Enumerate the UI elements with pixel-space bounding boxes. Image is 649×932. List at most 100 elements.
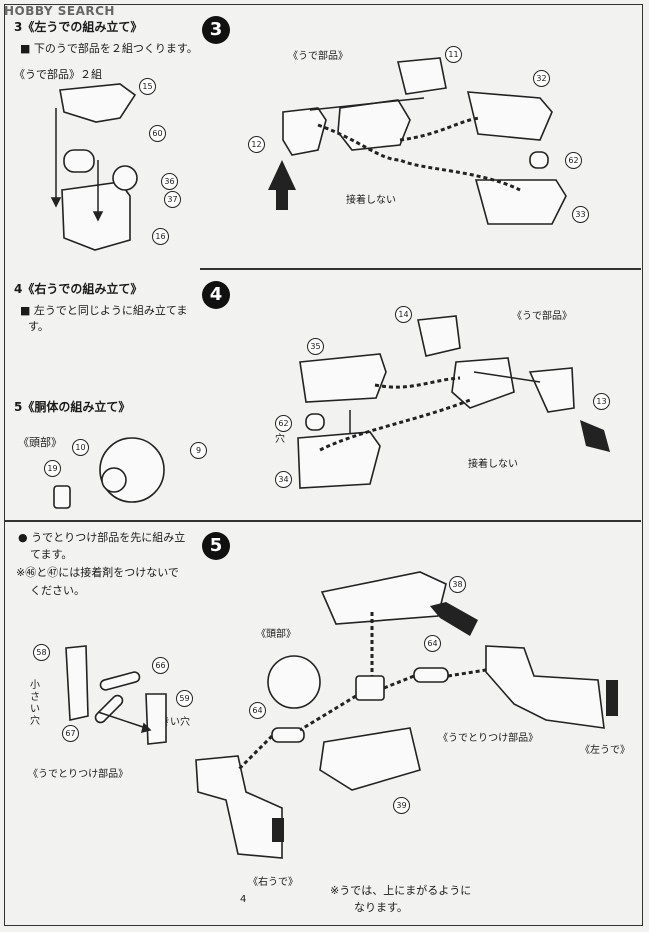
step-5-note-3: ※㊻と㊼には接着剤をつけないで xyxy=(16,566,179,579)
assembly-line xyxy=(447,668,487,678)
part-number: 19 xyxy=(44,460,61,477)
arm-cover-32 xyxy=(466,91,553,141)
mount-block-14 xyxy=(417,315,461,357)
connector-64b xyxy=(271,727,305,743)
joint-block-4 xyxy=(451,357,515,409)
shoulder-block-13 xyxy=(528,367,575,413)
step-3-badge: 3 xyxy=(202,16,230,44)
arrow-head xyxy=(92,211,104,222)
assembly-line xyxy=(399,116,481,142)
arm-mount-label-left: 《うでとりつけ部品》 xyxy=(28,769,129,780)
arrow-head xyxy=(50,197,62,208)
cylinder-62 xyxy=(529,151,549,169)
big-hole-label: 大きい穴 xyxy=(150,717,190,728)
part-number: 64 xyxy=(249,702,266,719)
arrow-line xyxy=(473,371,541,383)
body-head-label: 《頭部》 xyxy=(18,436,62,449)
watermark-logo: HOBBY SEARCH xyxy=(4,4,115,18)
part-number: 39 xyxy=(393,797,410,814)
arm-cover-35 xyxy=(299,353,387,403)
part-number: 11 xyxy=(445,46,462,63)
step-5-note-1: ● うでとりつけ部品を先に組み立 xyxy=(18,531,186,544)
step-4-instruction-1: ■ 左うでと同じように組み立てま xyxy=(20,304,188,317)
connector-64 xyxy=(413,667,449,683)
pin-67 xyxy=(94,694,124,724)
arrow-line xyxy=(97,711,147,729)
assembly-line xyxy=(383,674,415,690)
step-5-badge: 5 xyxy=(202,532,230,560)
bottom-note-2: なります。 xyxy=(354,901,408,914)
shoulder-block-12 xyxy=(282,107,327,156)
assembly-line xyxy=(236,734,274,772)
step-3-group-label: 《うで部品》２組 xyxy=(14,68,102,81)
part-number: 10 xyxy=(72,439,89,456)
part-number: 66 xyxy=(152,657,169,674)
part-number: 62 xyxy=(565,152,582,169)
part-number: 62 xyxy=(275,415,292,432)
part-number: 36 xyxy=(161,173,178,190)
rotation-arrow-3 xyxy=(268,160,296,210)
step-4-title: 4《右うでの組み立て》 xyxy=(14,282,143,296)
part-number: 13 xyxy=(593,393,610,410)
step-3-assembly-label: 《うで部品》 xyxy=(288,51,348,62)
head-part-5 xyxy=(267,655,321,709)
step-4-badge: 4 xyxy=(202,281,230,309)
cylinder-62-4 xyxy=(305,413,325,431)
part-number: 60 xyxy=(149,125,166,142)
step-3-title: 3《左うでの組み立て》 xyxy=(14,20,143,34)
part-number: 59 xyxy=(176,690,193,707)
step-4-no-glue: 接着しない xyxy=(468,459,518,470)
part-number: 64 xyxy=(424,635,441,652)
arrow-head xyxy=(140,722,152,734)
page-frame xyxy=(4,4,643,926)
torso-cover-38 xyxy=(320,571,447,625)
assembly-line xyxy=(299,694,357,732)
left-arm-label: 《左うで》 xyxy=(580,745,630,756)
mount-block-11 xyxy=(396,57,447,95)
part-19 xyxy=(53,485,71,509)
assembly-line xyxy=(317,123,521,192)
small-hole-label: 小さい穴 xyxy=(30,680,40,727)
mount-59 xyxy=(145,693,167,745)
left-arm-assembly xyxy=(485,645,605,729)
bottom-note-1: ※うでは、上にまがるように xyxy=(330,884,472,897)
part-number: 9 xyxy=(190,442,207,459)
arm-cylinder-part xyxy=(63,149,95,173)
center-joint xyxy=(355,675,385,701)
step-4-instruction-2: す。 xyxy=(28,320,49,333)
part-number: 34 xyxy=(275,471,292,488)
part-number: 35 xyxy=(307,338,324,355)
right-arm-label: 《右うで》 xyxy=(248,877,298,888)
arm-mount-label-center: 《うでとりつけ部品》 xyxy=(438,733,539,744)
joint-block xyxy=(337,99,411,151)
arm-shell-33 xyxy=(474,179,567,225)
assembly-line xyxy=(374,376,461,389)
mount-58 xyxy=(65,645,89,721)
body-step-title: 5《胴体の組み立て》 xyxy=(14,400,131,414)
pin-66 xyxy=(99,671,141,691)
assembly-line xyxy=(319,398,471,452)
rotation-arrow-5b xyxy=(606,680,618,716)
step-4-assembly-label: 《うで部品》 xyxy=(512,311,572,322)
rotation-arrow-5a xyxy=(430,602,478,636)
section-divider-4-5 xyxy=(4,520,641,522)
arm-shell-34 xyxy=(297,431,381,489)
step-3-no-glue: 接着しない xyxy=(346,195,396,206)
part-number: 37 xyxy=(164,191,181,208)
part-number: 67 xyxy=(62,725,79,742)
part-number: 15 xyxy=(139,78,156,95)
part-number: 12 xyxy=(248,136,265,153)
step-5-note-2: てます。 xyxy=(30,548,73,561)
page-number: 4 xyxy=(240,894,247,905)
head-label-5: 《頭部》 xyxy=(256,629,296,640)
part-number: 16 xyxy=(152,228,169,245)
step-3-instruction: ■ 下のうで部品を２組つくります。 xyxy=(20,42,198,55)
arrow-line xyxy=(309,97,425,111)
part-number: 38 xyxy=(449,576,466,593)
section-divider-3-4 xyxy=(200,268,641,270)
step-4-hole-label: 穴 xyxy=(275,434,285,445)
part-number: 33 xyxy=(572,206,589,223)
right-arm-assembly xyxy=(195,755,283,859)
part-number: 58 xyxy=(33,644,50,661)
